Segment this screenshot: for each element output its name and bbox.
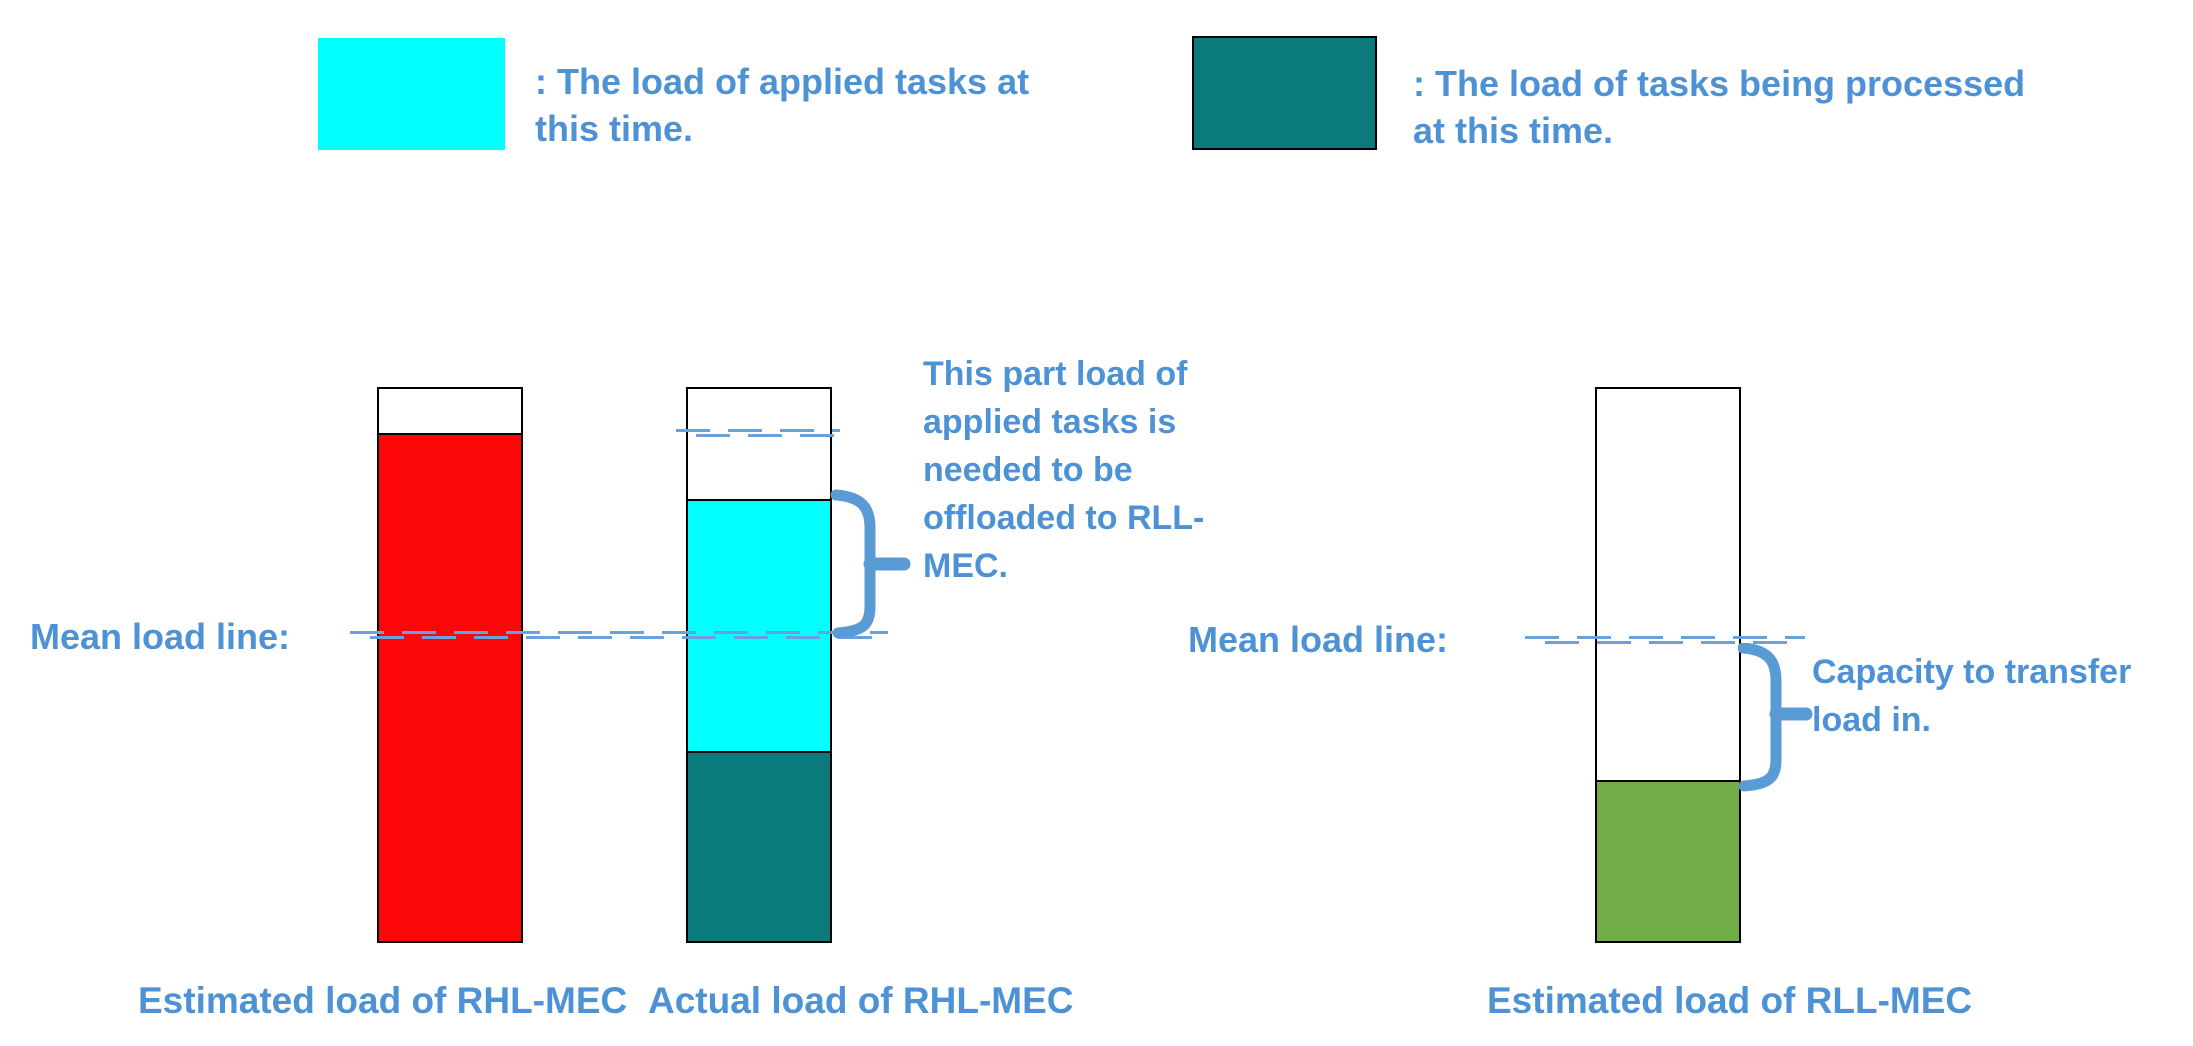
legend-swatch-applied-tasks <box>318 38 505 150</box>
bar-estimated-rll-mec-fill <box>1597 780 1739 941</box>
capacity-brace <box>1738 643 1813 792</box>
legend-swatch-processing-tasks <box>1192 36 1377 150</box>
bar-label-estimated-rhl-mec: Estimated load of RHL-MEC <box>138 980 628 1021</box>
legend-label-processing-tasks: : The load of tasks being processed at t… <box>1413 63 2026 151</box>
bar-estimated-rll-mec <box>1595 387 1741 943</box>
bar-actual-rhl-mec <box>686 387 832 943</box>
legend-label-applied-tasks: : The load of applied tasks at this time… <box>535 61 1030 149</box>
bar-label-actual-rhl-mec: Actual load of RHL-MEC <box>648 980 1074 1021</box>
offload-brace <box>830 489 911 639</box>
capacity-annotation: Capacity to transfer load in. <box>1812 653 2132 739</box>
mean-load-line-label-left: Mean load line: <box>30 616 291 657</box>
mean-load-dash-left <box>350 631 888 640</box>
mean-load-dash-right <box>1525 636 1805 645</box>
mean-load-line-label-right: Mean load line: <box>1188 619 1449 660</box>
bar-estimated-rhl-mec <box>377 387 523 943</box>
bar-actual-rhl-mec-processing-fill <box>688 751 830 941</box>
offload-annotation: This part load of applied tasks is neede… <box>923 355 1205 585</box>
bar-estimated-rhl-mec-fill <box>379 433 521 941</box>
bar-label-estimated-rll-mec: Estimated load of RLL-MEC <box>1487 980 1973 1021</box>
bar-actual-rhl-mec-applied-fill <box>688 499 830 751</box>
estimated-level-dash <box>676 429 840 438</box>
